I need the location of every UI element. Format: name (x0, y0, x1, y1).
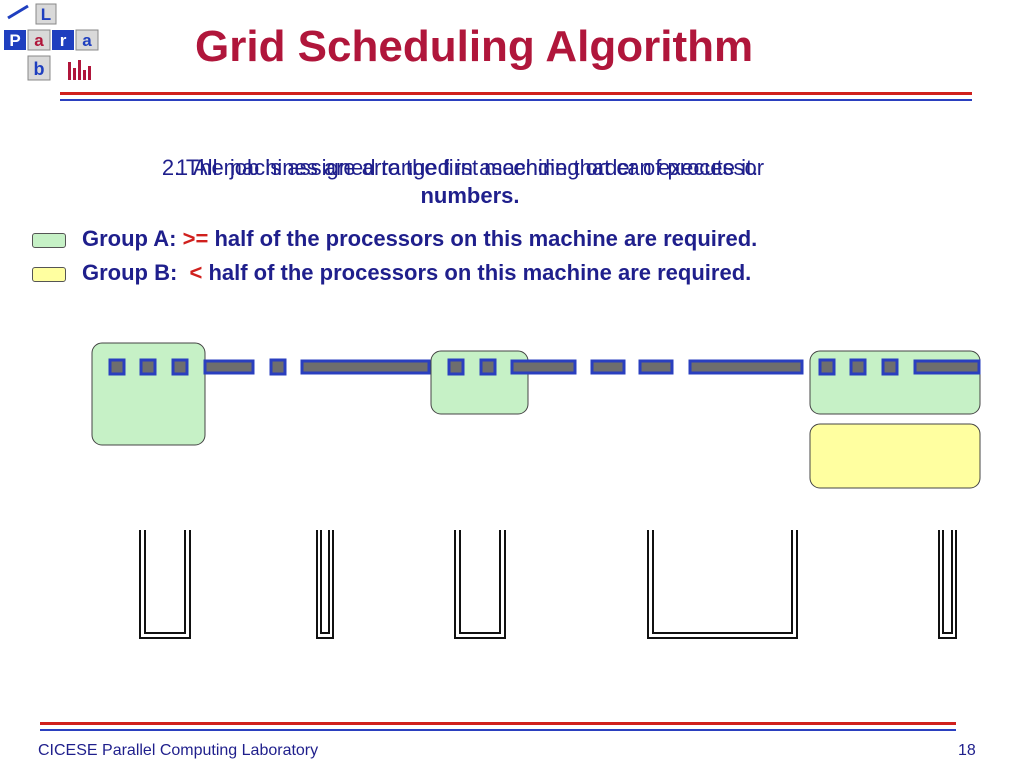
header-rule-blue (60, 99, 972, 101)
processor (108, 358, 126, 376)
machine-queue (316, 530, 334, 639)
processor (269, 358, 287, 376)
statement-line-1: 1 All machines are arranged in ascending… (175, 155, 765, 180)
logo-tile (4, 30, 26, 50)
group-a-operator: >= (182, 226, 209, 251)
footer-rule-red (40, 722, 956, 725)
processor (447, 358, 465, 376)
machine-queue (647, 530, 798, 639)
processor (139, 358, 157, 376)
logo-tile (35, 3, 57, 25)
processor-bar (590, 359, 626, 375)
processor-bar (300, 359, 431, 375)
footer-lab-name: CICESE Parallel Computing Laboratory (38, 742, 319, 759)
logo-letter-a: a (34, 31, 44, 50)
machine-queue (938, 530, 957, 639)
group-b-text: half of the processors on this machine a… (208, 260, 752, 285)
processor (171, 358, 189, 376)
processor-bar (913, 359, 981, 375)
processor-bar (688, 359, 804, 375)
processor-bar (638, 359, 674, 375)
group-b-swatch (32, 266, 66, 282)
group-b-label: Group B: (82, 260, 178, 285)
processor (881, 358, 899, 376)
logo-stroke (7, 4, 29, 20)
group-a-swatch (32, 232, 66, 248)
bar-chart-icon (68, 60, 91, 80)
statement-line-2: 2. The job is assigned to the first mach… (161, 155, 759, 180)
logo-tile (52, 30, 74, 50)
processor-bar (203, 359, 255, 375)
laboratory-logo: L P a r a b (4, 3, 99, 81)
group-a-job (91, 342, 206, 446)
logo-letter-l: L (41, 5, 51, 24)
group-a-label: Group A: (82, 226, 177, 251)
group-a-text: half of the processors on this machine a… (214, 226, 758, 251)
machine-queue (139, 530, 191, 639)
processor-bar (510, 359, 577, 375)
machine-diagram (91, 342, 981, 639)
slide-title: Grid Scheduling Algorithm (195, 22, 754, 71)
processor (818, 358, 836, 376)
header-rule-red (60, 92, 972, 95)
group-a-legend: Group A: >= half of the processors on th… (32, 226, 757, 252)
processor (849, 358, 867, 376)
statement-continuation: numbers. (420, 183, 520, 208)
page-number: 18 (958, 742, 976, 759)
group-b-operator: < (189, 260, 203, 285)
logo-tile (75, 29, 99, 51)
logo-letter-a2: a (82, 31, 92, 50)
group-b-legend: Group B: < half of the processors on thi… (32, 260, 751, 286)
logo-tile (27, 55, 51, 81)
machine-queue (454, 530, 506, 639)
logo-letter-b: b (34, 59, 45, 79)
processor (479, 358, 497, 376)
logo-letter-p: P (9, 31, 20, 50)
group-b-job (809, 423, 981, 489)
logo-letter-r: r (60, 31, 67, 50)
footer-rule-blue (40, 729, 956, 731)
logo-tile (27, 29, 51, 51)
